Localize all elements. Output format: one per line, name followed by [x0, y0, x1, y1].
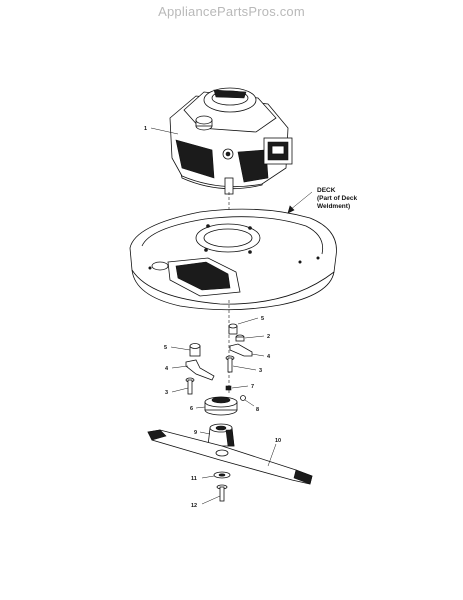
bracket-left[interactable] [185, 359, 215, 381]
callout-spacer-right: 5 [261, 316, 264, 322]
callout-blade: 10 [275, 438, 281, 444]
blade-bolt[interactable] [216, 484, 228, 502]
set-screw[interactable] [240, 395, 246, 401]
callout-hub: 9 [194, 430, 197, 436]
callout-washer: 11 [191, 476, 197, 482]
deck-label-line2: (Part of Deck [317, 195, 357, 202]
site-watermark: AppliancePartsPros.com [158, 4, 305, 19]
bolt-left[interactable] [185, 377, 195, 395]
bolt-right[interactable] [235, 334, 245, 342]
callout-bracket-left: 4 [165, 366, 169, 372]
callout-bolt-center: 3 [259, 368, 262, 374]
callout-bracket-right: 4 [267, 354, 271, 360]
deck-weldment[interactable] [129, 208, 337, 311]
spacer-right[interactable] [228, 323, 238, 335]
mower-blade[interactable] [147, 429, 313, 485]
spacer-left[interactable] [189, 343, 201, 357]
deck-label-line3: Weldment) [317, 203, 350, 210]
callout-spacer-left: 5 [164, 345, 167, 351]
callout-bolt-right: 2 [267, 334, 270, 340]
callout-key: 7 [251, 384, 254, 390]
callout-setscrew: 8 [256, 407, 259, 413]
callout-engine: 1 [144, 126, 147, 132]
engine-assembly[interactable] [169, 87, 293, 228]
blade-washer[interactable] [213, 471, 231, 479]
key[interactable] [225, 385, 232, 391]
callout-blade-bolt: 12 [191, 503, 197, 509]
bracket-right[interactable] [229, 343, 253, 357]
blade-adapter[interactable] [204, 396, 238, 416]
callout-bolt-left: 3 [165, 390, 168, 396]
blade-hub[interactable] [207, 423, 235, 447]
callout-adapter: 6 [190, 406, 193, 412]
deck-label-line1: DECK [317, 187, 336, 194]
bolt-center[interactable] [225, 355, 235, 373]
